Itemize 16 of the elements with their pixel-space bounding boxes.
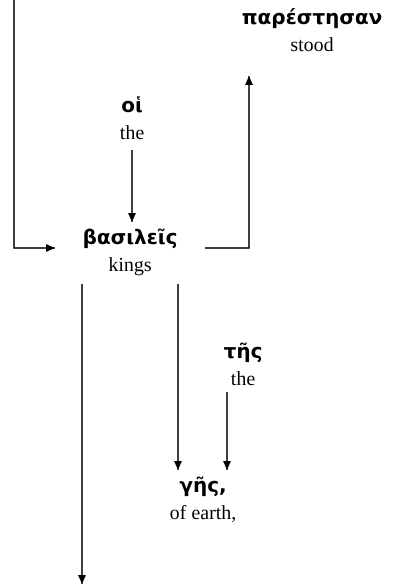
- translation: the: [120, 121, 144, 146]
- translation: kings: [108, 253, 152, 278]
- translation: the: [230, 367, 256, 392]
- greek-word: οἱ: [121, 92, 143, 119]
- arrow: [128, 150, 136, 222]
- arrow: [174, 284, 182, 470]
- arrow: [205, 76, 253, 249]
- arrow: [223, 392, 231, 470]
- translation: of earth,: [170, 501, 236, 526]
- greek-word: παρέστησαν: [242, 4, 382, 31]
- translation: stood: [290, 33, 334, 58]
- greek-word: γῆς,: [179, 472, 227, 499]
- greek-word: τῆς: [224, 338, 262, 365]
- arrow: [13, 0, 55, 252]
- greek-word: βασιλεῖς: [82, 224, 178, 251]
- arrow: [78, 284, 86, 584]
